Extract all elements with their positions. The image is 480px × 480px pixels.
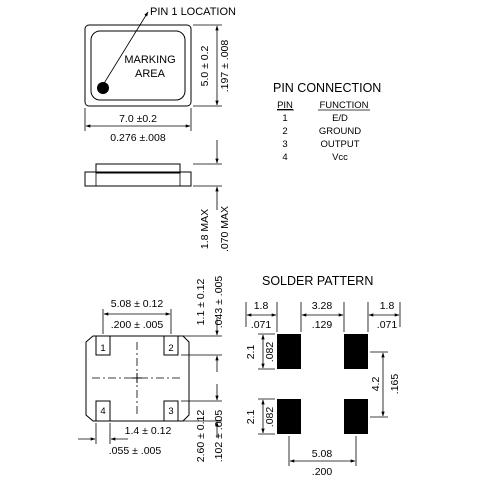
height-mm-label: 5.0 ± 0.2 bbox=[199, 45, 211, 86]
pin-row-1-pin: 1 bbox=[282, 113, 287, 124]
bottom-package-outline bbox=[85, 335, 190, 422]
solder-right-mm-label: 1.8 bbox=[380, 300, 395, 312]
solder-vertical-in-label: .165 bbox=[389, 374, 401, 395]
pad-gap-mm-label: 1.4 ± 0.12 bbox=[125, 425, 172, 437]
side-body-base bbox=[84, 171, 192, 187]
bottom-view: 1 2 3 4 5.08 ± 0.12 .200 ± .005 1.4 ± 0.… bbox=[78, 276, 225, 463]
side-height-in-label: .070 MAX bbox=[219, 206, 231, 252]
solder-bottom-mm-label: 5.08 bbox=[312, 448, 333, 460]
solder-pattern: SOLDER PATTERN 1.8 .071 3.28 .129 1.8 .0… bbox=[245, 274, 401, 478]
pad-spacing-in-label: .102 ± .005 bbox=[213, 410, 225, 463]
pin-connection-table: PIN CONNECTION PIN FUNCTION 1 E/D 2 GROU… bbox=[273, 81, 381, 163]
pin1-leader-line bbox=[102, 11, 149, 86]
pad-label-2: 2 bbox=[168, 343, 173, 354]
pin-row-3-function: OUTPUT bbox=[320, 139, 359, 150]
solder-pad-bottom-left bbox=[277, 399, 301, 434]
side-height-mm-label: 1.8 MAX bbox=[199, 209, 211, 249]
solder-bottom-in-label: .200 bbox=[312, 466, 333, 478]
bottom-pad-2 bbox=[163, 335, 179, 356]
pad-pitch-in-label: .200 ± .005 bbox=[111, 319, 164, 331]
solder-pad-top-left bbox=[277, 334, 301, 369]
height-in-label: .197 ± .008 bbox=[219, 40, 231, 93]
pin1-location-label: PIN 1 LOCATION bbox=[150, 6, 236, 18]
pad-spacing-mm-label: 2.60 ± 0.12 bbox=[195, 410, 207, 463]
pin-row-1-function: E/D bbox=[332, 113, 348, 124]
pin-row-4-function: Vcc bbox=[332, 152, 348, 163]
solder-left-mm-label: 1.8 bbox=[254, 300, 269, 312]
solder-right-in-label: .071 bbox=[377, 319, 398, 331]
side-view: 1.8 MAX .070 MAX bbox=[84, 140, 231, 252]
pin-row-4-pin: 4 bbox=[282, 152, 287, 163]
solder-pad-bottom-right bbox=[344, 399, 368, 434]
pad-label-4: 4 bbox=[100, 406, 105, 417]
solder-pad-height-top-mm-label: 2.1 bbox=[245, 345, 257, 360]
solder-pad-top-right bbox=[344, 334, 368, 369]
marking-label-line1: MARKING bbox=[124, 54, 175, 66]
bottom-pad-3 bbox=[163, 400, 179, 422]
pad-height-mm-label: 1.1 ± 0.12 bbox=[195, 279, 207, 326]
solder-pad-height-bottom-mm-label: 2.1 bbox=[245, 410, 257, 425]
package-outline bbox=[84, 24, 192, 107]
pad-label-3: 3 bbox=[168, 406, 173, 417]
solder-left-in-label: .071 bbox=[251, 319, 272, 331]
pad-gap-in-label: .055 ± .005 bbox=[109, 445, 162, 457]
pin1-dot-icon bbox=[97, 82, 109, 94]
function-column-header: FUNCTION bbox=[319, 100, 368, 111]
pad-height-in-label: .043 ± .005 bbox=[213, 276, 225, 329]
pin-connection-title: PIN CONNECTION bbox=[273, 81, 381, 95]
solder-pattern-title: SOLDER PATTERN bbox=[262, 274, 373, 288]
bottom-pad-4 bbox=[95, 400, 111, 422]
pin-row-3-pin: 3 bbox=[282, 139, 287, 150]
width-in-label: 0.276 ±.008 bbox=[110, 132, 166, 144]
pin-row-2-pin: 2 bbox=[282, 126, 287, 137]
pad-label-1: 1 bbox=[100, 343, 105, 354]
width-mm-label: 7.0 ±0.2 bbox=[119, 113, 157, 125]
pin-row-2-function: GROUND bbox=[319, 126, 361, 137]
side-body-top bbox=[95, 163, 181, 174]
marking-area-outline bbox=[90, 30, 186, 101]
solder-mid-mm-label: 3.28 bbox=[312, 300, 333, 312]
pad-pitch-mm-label: 5.08 ± 0.12 bbox=[111, 298, 164, 310]
solder-mid-in-label: .129 bbox=[312, 319, 333, 331]
marking-label-line2: AREA bbox=[135, 68, 166, 80]
pin-column-header: PIN bbox=[277, 100, 293, 111]
bottom-pad-1 bbox=[95, 335, 111, 356]
solder-vertical-mm-label: 4.2 bbox=[370, 377, 382, 392]
solder-pad-height-bottom-in-label: .082 bbox=[264, 407, 276, 428]
solder-pad-height-top-in-label: .082 bbox=[264, 342, 276, 363]
top-view: PIN 1 LOCATION MARKING AREA 7.0 ±0.2 0.2… bbox=[84, 6, 236, 144]
